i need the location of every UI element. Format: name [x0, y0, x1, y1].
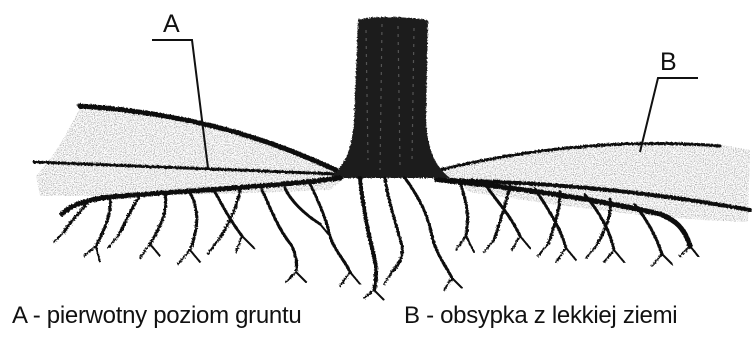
legend-b: B - obsypka z lekkiej ziemi	[404, 302, 677, 330]
tree-trunk	[330, 17, 450, 178]
legend-a: A - pierwotny poziom gruntu	[12, 302, 301, 330]
label-a-letter: A	[163, 10, 180, 38]
label-b-letter: B	[660, 48, 677, 76]
label-b-leader	[640, 78, 698, 152]
